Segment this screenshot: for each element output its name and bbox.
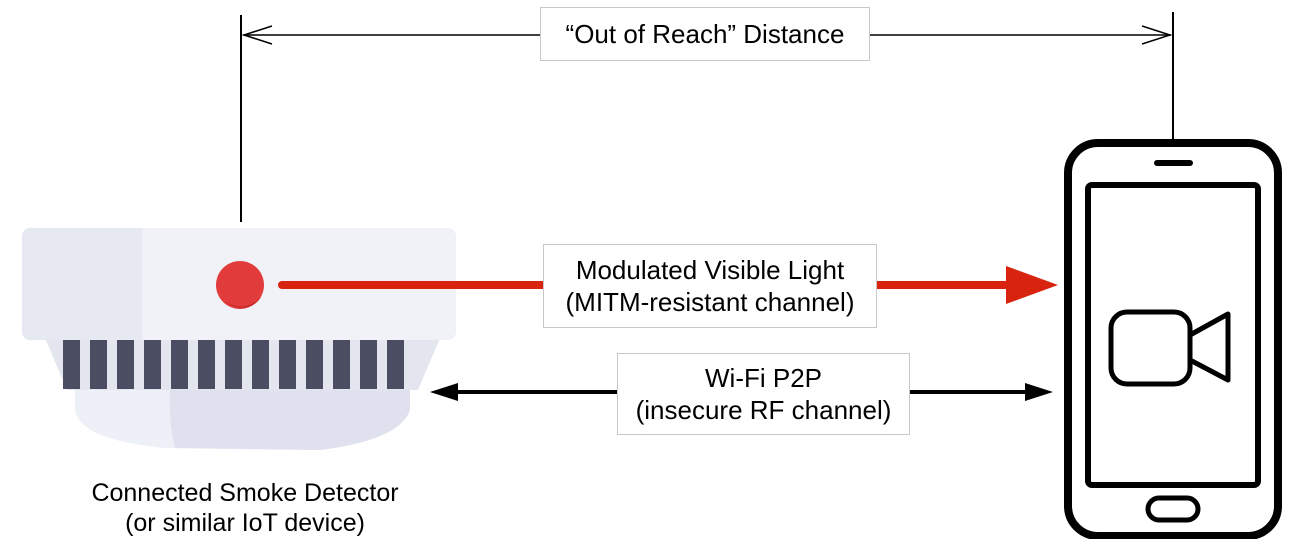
detector-dome-shade — [169, 385, 410, 450]
distance-label: “Out of Reach” Distance — [540, 7, 870, 61]
distance-arrow-left — [241, 25, 273, 45]
rf-channel-label-line1: Wi-Fi P2P — [705, 363, 822, 393]
device-caption-line1: Connected Smoke Detector — [91, 479, 399, 507]
smoke-detector — [22, 228, 456, 450]
rf-channel-label-line2: (insecure RF channel) — [635, 395, 892, 425]
light-channel-label-line2: (MITM-resistant channel) — [565, 287, 855, 317]
detector-housing-shade — [22, 228, 140, 340]
rf-arrowhead-left — [430, 383, 458, 401]
video-camera-icon — [1108, 309, 1231, 387]
light-channel-arrowhead — [1006, 266, 1058, 304]
device-caption-line2: (or similar IoT device) — [125, 509, 365, 537]
smartphone — [1064, 139, 1282, 539]
phone-home-button — [1145, 495, 1201, 523]
device-caption: Connected Smoke Detector (or similar IoT… — [40, 478, 450, 538]
rf-channel-label: Wi-Fi P2P (insecure RF channel) — [617, 353, 910, 435]
detector-vent-slots — [63, 339, 404, 389]
light-channel-label: Modulated Visible Light (MITM-resistant … — [543, 244, 877, 328]
distance-arrow-right — [1141, 25, 1173, 45]
detector-led — [216, 261, 264, 309]
distance-label-text: “Out of Reach” Distance — [565, 19, 845, 49]
light-channel-label-line1: Modulated Visible Light — [575, 255, 845, 285]
phone-screen — [1085, 182, 1261, 488]
rf-arrowhead-right — [1025, 383, 1053, 401]
